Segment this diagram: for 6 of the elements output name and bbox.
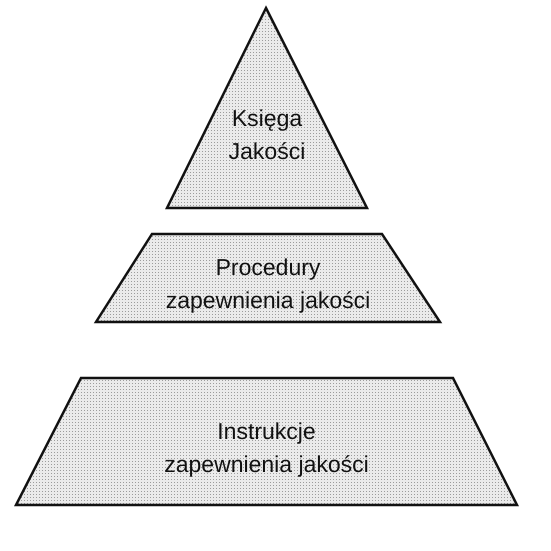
pyramid-tier	[94, 232, 442, 324]
pyramid-base-tier	[14, 376, 519, 507]
level-label: Księga Jakości	[228, 104, 306, 166]
pyramid-apex-triangle	[165, 6, 369, 210]
level-label: Instrukcje zapewnienia jakości	[163, 417, 370, 479]
level-label: Procedury zapewnienia jakości	[164, 253, 372, 315]
